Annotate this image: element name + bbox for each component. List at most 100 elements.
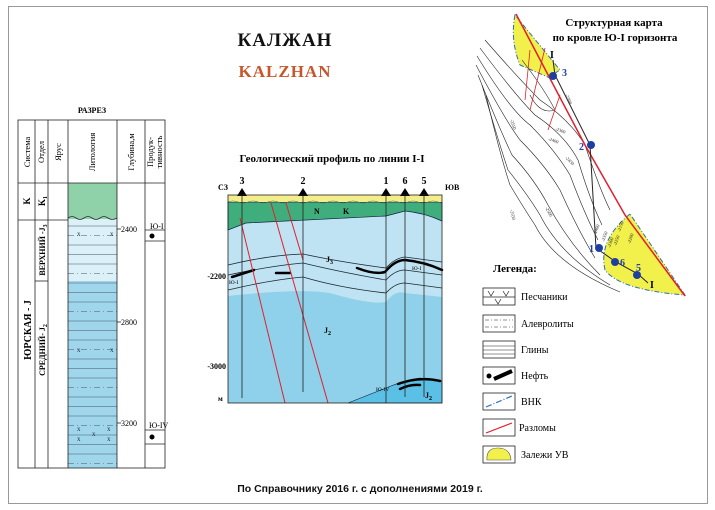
- dept-upper-sub: 3: [43, 224, 49, 227]
- contour-label: -2400: [548, 136, 560, 145]
- profile-well-2: 2: [301, 176, 306, 187]
- sandstone-mark: x: [107, 435, 111, 443]
- header-productivity-1: Продук-: [145, 137, 155, 167]
- sandstone-mark: x: [92, 430, 96, 438]
- lithology-k1: [68, 183, 117, 219]
- sandstone-mark: x: [77, 346, 81, 354]
- well-marker-icon: [381, 188, 391, 196]
- system-k: K: [22, 197, 32, 204]
- map-well-2-icon: [587, 141, 595, 149]
- well-marker-icon: [298, 188, 308, 196]
- svg-text:ВЕРХНИЙ -J3: ВЕРХНИЙ -J3: [38, 224, 49, 275]
- oil-icon: [149, 434, 155, 440]
- svg-text:J2: J2: [425, 391, 432, 402]
- label-j3-sub: 3: [330, 260, 333, 266]
- map-line-start: I: [550, 50, 554, 61]
- svg-text:J2: J2: [324, 326, 331, 337]
- depth-2800: 2800: [121, 318, 137, 327]
- profile-well-1: 1: [384, 176, 389, 187]
- profile-k-layer: [227, 201, 443, 231]
- sandstone-mark: x: [110, 346, 114, 354]
- oil-icon: [486, 369, 513, 381]
- label-yu1-right: Ю-I: [412, 266, 421, 272]
- map-well-1: 1: [589, 244, 594, 255]
- dept-middle: СРЕДНИЙ- J: [38, 327, 47, 376]
- contour-label: -2450: [564, 155, 575, 166]
- contour-label: -2550: [509, 119, 518, 131]
- page-subtitle: KALZHAN: [238, 62, 332, 81]
- fault-icon: [485, 422, 513, 434]
- header-productivity-2: тивность: [154, 136, 164, 169]
- system-jurassic: ЮРСКАЯ - J: [23, 300, 34, 360]
- page-title: КАЛЖАН: [237, 30, 333, 51]
- oil-icon: [149, 233, 155, 239]
- map-well-3-icon: [549, 72, 557, 80]
- profile-well-6: 6: [403, 176, 408, 187]
- label-yu4: Ю-IV: [376, 387, 389, 393]
- clay-icon: [483, 345, 515, 355]
- map-well-6-icon: [611, 258, 619, 266]
- sandstone-mark: x: [107, 425, 111, 433]
- svg-text:J3: J3: [326, 255, 333, 266]
- dept-k1-sub: 1: [43, 196, 49, 199]
- svg-text:K1: K1: [37, 196, 49, 206]
- well-marker-icon: [237, 188, 247, 196]
- label-j2-lower: J: [425, 391, 429, 400]
- header-stage: Ярус: [53, 143, 63, 161]
- label-j2-sub: 2: [328, 331, 331, 337]
- source-note: По Справочнику 2016 г. с дополнениями 20…: [237, 483, 483, 495]
- section-title: РАЗРЕЗ: [78, 106, 106, 115]
- siltstone-icon: [485, 319, 513, 328]
- depth-2400: 2400: [121, 225, 137, 234]
- contour-label: -2200: [626, 232, 635, 244]
- map-well-5-icon: [633, 271, 641, 279]
- legend-siltstone: Алевролиты: [521, 319, 574, 330]
- legend-deposits: Залежи УВ: [521, 450, 569, 461]
- label-j2-lower-sub: 2: [429, 396, 432, 402]
- legend-title: Легенда:: [493, 263, 537, 275]
- profile-wells: [241, 193, 425, 403]
- depth-3200: 3200: [121, 419, 137, 428]
- map-well-3: 3: [562, 68, 567, 79]
- profile-depth-2200: -2200: [207, 272, 226, 281]
- sandstone-mark: x: [77, 230, 81, 238]
- map-well-2: 2: [579, 142, 584, 153]
- contour-label: -2400: [592, 223, 601, 235]
- sandstone-mark: x: [77, 425, 81, 433]
- header-department: Отдел: [36, 140, 46, 163]
- well-marker-icon: [400, 188, 410, 196]
- profile-faults: [239, 202, 329, 404]
- label-n: N: [314, 207, 320, 216]
- legend-clay: Глины: [521, 345, 549, 356]
- contour-label: -2550: [509, 209, 517, 221]
- horizon-yu1: Ю-I: [150, 222, 164, 231]
- label-k: K: [343, 207, 350, 216]
- clay-lines: [68, 225, 117, 464]
- map-line-end: I: [650, 280, 654, 291]
- label-j2: J: [324, 326, 328, 335]
- map-title-line2: по кровле Ю-I горизонта: [553, 32, 678, 44]
- lithology-j2: [68, 281, 117, 468]
- contour-label: -2350: [600, 230, 609, 242]
- direction-nw: СЗ: [218, 183, 228, 192]
- profile-unit: м: [218, 395, 223, 403]
- contour-label: -2500: [544, 206, 554, 218]
- profile-well-3: 3: [240, 176, 245, 187]
- legend-faults: Разломы: [519, 423, 556, 434]
- sandstone-mark: x: [77, 435, 81, 443]
- legend-sandstone: Песчаники: [521, 292, 568, 303]
- label-yu1-left: Ю-I: [229, 280, 238, 286]
- map-title-line1: Структурная карта: [565, 17, 663, 29]
- profile-well-5: 5: [422, 176, 427, 187]
- svg-text:СРЕДНИЙ- J2: СРЕДНИЙ- J2: [38, 324, 49, 376]
- profile-title: Геологический профиль по линии I-I: [240, 153, 425, 165]
- page-frame: [8, 6, 708, 504]
- map-main-fault: [515, 13, 686, 297]
- profile-n-layer: [228, 195, 442, 202]
- legend-owc: ВНК: [521, 397, 542, 408]
